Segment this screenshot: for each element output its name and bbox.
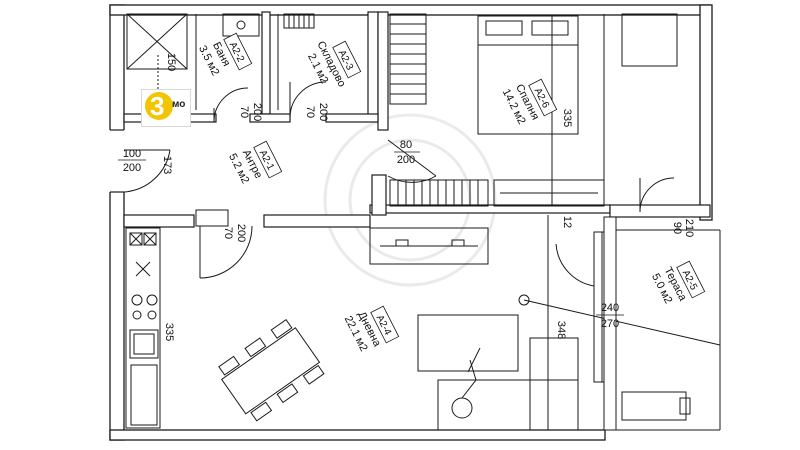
agency-logo: 3 мо bbox=[141, 89, 191, 127]
dim-terr-door-h: 210 bbox=[683, 219, 695, 237]
terrace bbox=[603, 216, 721, 431]
label-storage: A2-3 Складово 2.1 м2 bbox=[305, 39, 362, 89]
dim-balcony-h: 270 bbox=[601, 318, 619, 330]
label-living: A2-4 Дневна 22.1 м2 bbox=[342, 305, 400, 353]
logo-circle bbox=[145, 92, 173, 120]
entrance-opening bbox=[108, 130, 126, 192]
label-bedroom: A2-6 Спалня 14.2 м2 bbox=[500, 78, 558, 126]
dim-hall-173: 173 bbox=[161, 156, 173, 174]
dim-bed-335: 335 bbox=[561, 109, 573, 127]
living-room bbox=[218, 215, 721, 431]
dim-storage-door-w: 70 bbox=[304, 106, 316, 118]
kitchen bbox=[125, 227, 161, 429]
dim-terr-door-w: 90 bbox=[671, 222, 683, 234]
dim-storage-door-h: 200 bbox=[317, 103, 329, 121]
dim-bed-door-w: 80 bbox=[400, 139, 412, 151]
dimension-labels: 150 70 200 70 200 80 200 100 200 173 70 … bbox=[118, 53, 695, 341]
dim-kitchen-335: 335 bbox=[163, 323, 175, 341]
label-terrace: A2-5 Тераса 5.0 м2 bbox=[649, 260, 706, 306]
label-bath: A2-2 Баня 3.5 м2 bbox=[196, 32, 253, 78]
dim-entry-w: 100 bbox=[123, 148, 141, 160]
logo-text: мо bbox=[172, 99, 186, 110]
dim-bed-door-h: 200 bbox=[397, 154, 415, 166]
hall bbox=[123, 149, 253, 279]
dim-bed-tick: 12 bbox=[561, 216, 573, 228]
bedroom-cabinet bbox=[621, 13, 678, 67]
dim-balcony-w: 240 bbox=[601, 302, 619, 314]
outer-walls bbox=[109, 4, 713, 441]
dim-hall-door-w: 70 bbox=[222, 227, 234, 239]
label-hall: A2-1 Антре 5.2 м2 bbox=[226, 140, 283, 186]
dim-hall-door-h: 200 bbox=[235, 224, 247, 242]
dim-bath-door-w: 70 bbox=[238, 106, 250, 118]
dim-entry-h: 200 bbox=[123, 162, 141, 174]
logo-number: 3 bbox=[150, 91, 165, 121]
dim-bath-door-h: 200 bbox=[251, 103, 263, 121]
storage-room bbox=[277, 13, 327, 119]
dim-living-348: 348 bbox=[555, 321, 567, 339]
dim-bath-150: 150 bbox=[165, 53, 177, 71]
